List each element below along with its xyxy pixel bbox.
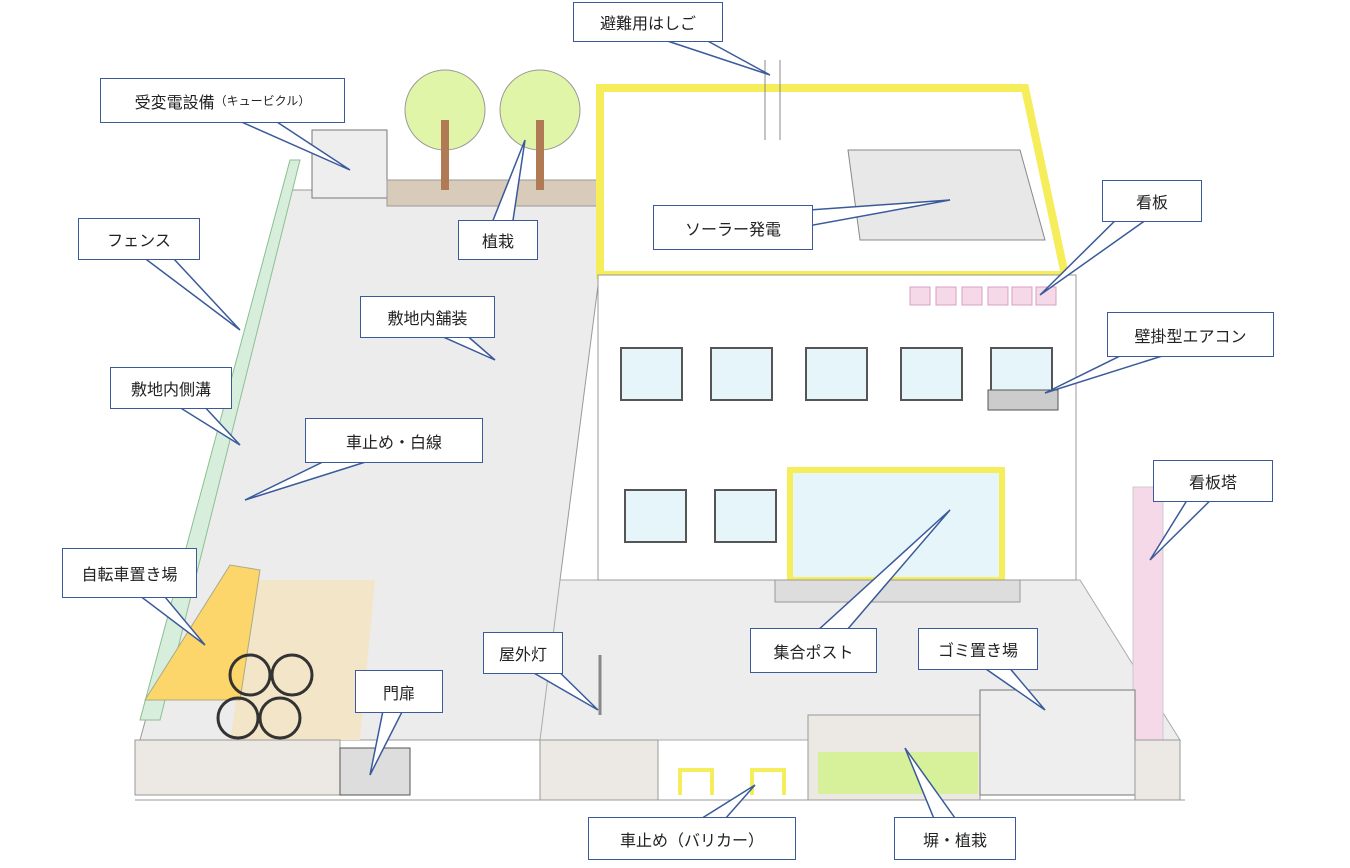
callout-label: 壁掛型エアコン [1134,326,1247,346]
callout-wall-planting: 塀・植栽 [894,817,1016,860]
callout-mailbox: 集合ポスト [750,628,877,673]
callout-sign-tower: 看板塔 [1153,460,1273,502]
bollards [678,768,786,795]
callout-label: 自転車置き場 [81,565,178,584]
garbage-shed [979,689,1136,796]
front-wall [539,739,659,801]
hedge [818,752,978,794]
solar-panel [847,149,1046,241]
callout-label: 車止め（バリカー） [619,830,764,850]
callout-label: ゴミ置き場 [937,641,1018,660]
callout-aircon: 壁掛型エアコン [1107,312,1274,357]
callout-paving: 敷地内舗装 [360,296,495,338]
callout-bicycle: 自転車置き場 [62,548,197,598]
callout-solar: ソーラー発電 [653,205,813,250]
callout-label: 敷地内舗装 [387,309,468,328]
callout-label: 塀・植栽 [922,830,987,850]
callout-label: 植栽 [481,232,514,251]
tree [499,69,581,190]
callout-label: 避難用はしご [599,14,696,33]
entrance-step [774,579,1021,603]
callout-gate: 門扉 [355,670,443,713]
callout-label: 門扉 [382,683,415,703]
callout-bollard: 車止め（バリカー） [588,817,796,860]
windows [620,347,1053,543]
aircon-unit [987,389,1059,411]
planter [386,179,601,207]
sign-tower [1132,486,1164,743]
callout-planting: 植栽 [458,220,538,260]
callout-label: 集合ポスト [773,642,854,662]
front-wall [1134,739,1181,801]
callout-sign: 看板 [1102,180,1202,222]
callout-light: 屋外灯 [483,632,563,674]
callout-label: 屋外灯 [498,645,547,664]
callout-label: 看板 [1135,193,1168,212]
callout-garbage: ゴミ置き場 [918,628,1038,670]
bike-area-ground [230,580,375,740]
cubicle [311,129,388,199]
callout-stopper-line: 車止め・白線 [305,418,483,463]
tree [404,69,486,190]
callout-label: ソーラー発電 [684,219,781,239]
callout-label: 受変電設備 [134,92,215,112]
callout-label: フェンス [107,231,171,250]
callout-label: 看板塔 [1188,473,1237,492]
bicycle [216,653,314,740]
wall-signs [909,286,1057,306]
callout-label: 車止め・白線 [345,432,442,452]
callout-ladder: 避難用はしご [573,2,723,42]
front-wall [134,739,341,796]
callout-fence: フェンス [78,218,200,260]
callout-gutter: 敷地内側溝 [110,367,232,409]
callout-cubicle: 受変電設備（キュービクル） [100,78,345,123]
callout-label: 敷地内側溝 [130,380,211,399]
callout-sublabel: （キュービクル） [214,94,311,108]
